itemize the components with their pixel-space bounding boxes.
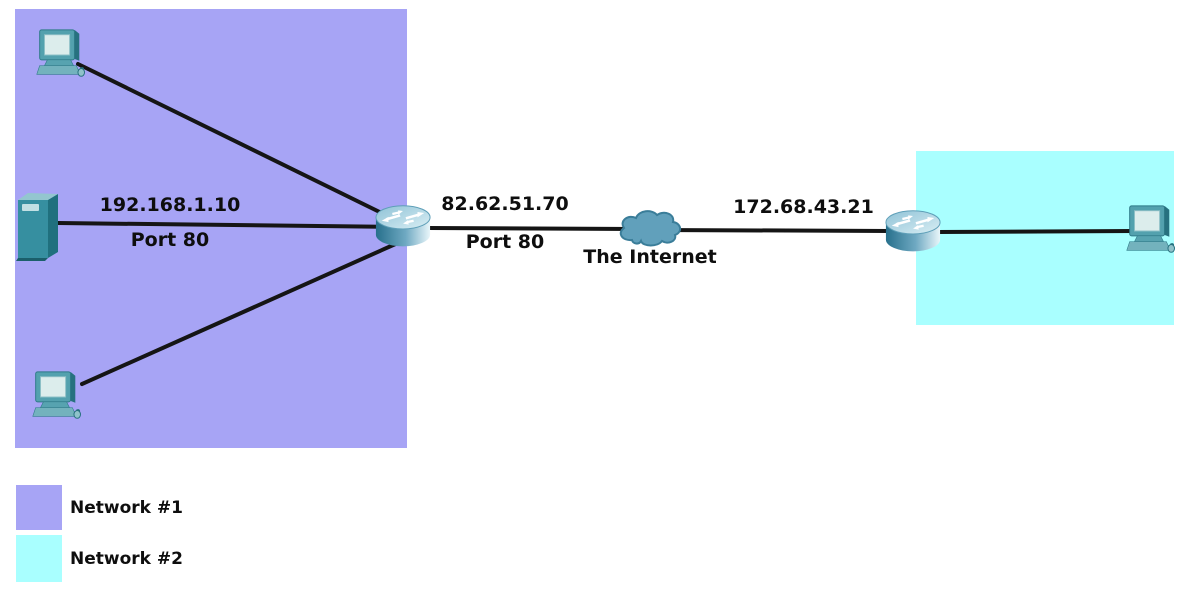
router-icon xyxy=(885,210,941,252)
cable-cloud-router2 xyxy=(653,228,902,233)
pc-right xyxy=(1120,202,1178,264)
label-internet: The Internet xyxy=(583,246,717,268)
cable-pc1-router1 xyxy=(76,62,404,225)
network2-legend-label: Network #2 xyxy=(70,548,183,569)
server-icon xyxy=(16,193,58,261)
label-wan-ip: 82.62.51.70 xyxy=(441,193,569,215)
server xyxy=(14,188,62,268)
cloud-icon xyxy=(619,210,681,247)
label-lan-ip: 192.168.1.10 xyxy=(99,194,241,216)
network2-region xyxy=(916,151,1174,325)
cable-router2-pc3 xyxy=(936,229,1137,234)
label-lan-port: Port 80 xyxy=(130,229,210,251)
pc-icon xyxy=(36,29,86,77)
network1-swatch xyxy=(16,485,62,530)
network2-swatch xyxy=(16,535,62,582)
router-2 xyxy=(884,208,942,260)
router-1 xyxy=(374,203,432,255)
cable-router1-cloud xyxy=(426,226,647,231)
label-remote-ip: 172.68.43.21 xyxy=(733,196,874,218)
pc-top-left xyxy=(30,26,88,88)
router-icon xyxy=(375,205,431,247)
cable-pc2-router1 xyxy=(80,240,402,386)
cable-server-router1 xyxy=(56,221,402,229)
legend-item-network1: Network #1 xyxy=(16,485,183,530)
network1-region xyxy=(15,9,407,448)
label-wan-port: Port 80 xyxy=(465,231,545,253)
pc-bottom-left xyxy=(26,368,84,430)
pc-icon xyxy=(32,371,82,419)
legend-item-network2: Network #2 xyxy=(16,535,183,582)
network1-legend-label: Network #1 xyxy=(70,497,183,518)
pc-icon xyxy=(1126,205,1176,253)
internet-cloud xyxy=(614,206,686,252)
